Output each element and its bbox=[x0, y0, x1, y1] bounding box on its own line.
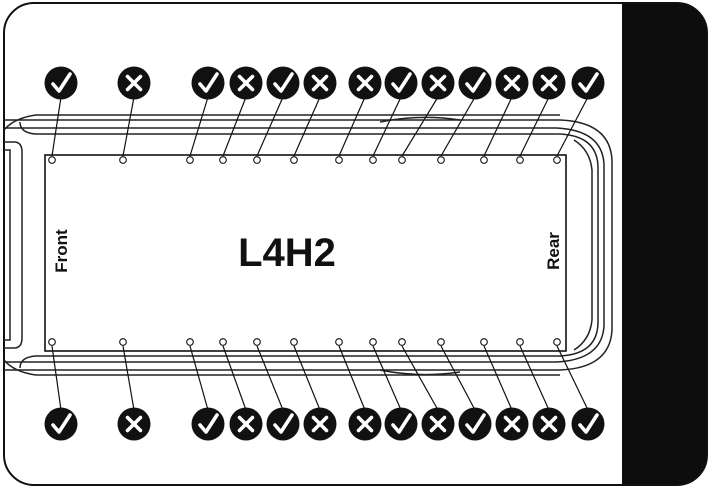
check-icon bbox=[384, 66, 418, 100]
model-code-label: L4H2 bbox=[238, 231, 336, 275]
leader-line bbox=[483, 345, 513, 411]
leader-line bbox=[51, 96, 62, 157]
mount-hole bbox=[437, 338, 445, 346]
cross-icon bbox=[229, 407, 263, 441]
mount-hole bbox=[119, 338, 127, 346]
leader-line bbox=[519, 345, 550, 411]
cross-icon bbox=[117, 66, 151, 100]
mount-hole bbox=[516, 338, 524, 346]
leader-line bbox=[338, 345, 366, 411]
cross-icon bbox=[532, 66, 566, 100]
top-mount-lines bbox=[51, 96, 589, 157]
cross-icon bbox=[229, 66, 263, 100]
leader-line bbox=[122, 345, 135, 411]
mount-hole bbox=[48, 338, 56, 346]
leader-line bbox=[222, 345, 247, 411]
cross-icon bbox=[303, 66, 337, 100]
rear-label: Rear bbox=[544, 232, 563, 270]
leader-line bbox=[440, 96, 476, 157]
mount-hole bbox=[186, 156, 194, 164]
mount-hole bbox=[398, 338, 406, 346]
leader-line bbox=[556, 345, 589, 411]
cross-icon bbox=[117, 407, 151, 441]
leader-line bbox=[256, 345, 284, 411]
leader-line bbox=[51, 345, 62, 411]
mount-hole bbox=[186, 338, 194, 346]
cross-icon bbox=[348, 407, 382, 441]
cross-icon bbox=[495, 407, 529, 441]
leader-line bbox=[122, 96, 135, 157]
check-icon bbox=[384, 407, 418, 441]
cross-icon bbox=[348, 66, 382, 100]
mount-hole bbox=[369, 156, 377, 164]
mount-hole bbox=[219, 338, 227, 346]
check-icon bbox=[266, 407, 300, 441]
mount-hole bbox=[553, 338, 561, 346]
mount-hole bbox=[335, 338, 343, 346]
leader-line bbox=[483, 96, 513, 157]
cross-icon bbox=[532, 407, 566, 441]
rear-band bbox=[622, 3, 707, 485]
mount-hole bbox=[48, 156, 56, 164]
check-icon bbox=[458, 66, 492, 100]
check-icon bbox=[44, 66, 78, 100]
mount-hole bbox=[290, 156, 298, 164]
leader-line bbox=[372, 96, 402, 157]
leader-line bbox=[189, 96, 209, 157]
mount-hole bbox=[437, 156, 445, 164]
leader-line bbox=[401, 96, 439, 157]
cross-icon bbox=[495, 66, 529, 100]
leader-line bbox=[222, 96, 247, 157]
check-icon bbox=[458, 407, 492, 441]
leader-line bbox=[338, 96, 366, 157]
van-outline bbox=[3, 114, 613, 376]
frame-border bbox=[3, 2, 708, 486]
check-icon bbox=[571, 407, 605, 441]
mount-hole bbox=[369, 338, 377, 346]
bottom-mount-indicators bbox=[44, 407, 605, 441]
check-icon bbox=[266, 66, 300, 100]
check-icon bbox=[571, 66, 605, 100]
leader-line bbox=[556, 96, 589, 157]
roof-panel bbox=[44, 154, 567, 352]
bottom-mount-holes bbox=[48, 338, 561, 346]
mount-hole bbox=[119, 156, 127, 164]
leader-line bbox=[293, 96, 321, 157]
mount-hole bbox=[253, 156, 261, 164]
check-icon bbox=[191, 66, 225, 100]
leader-line bbox=[440, 345, 476, 411]
mount-hole bbox=[516, 156, 524, 164]
mount-hole bbox=[480, 156, 488, 164]
leader-line bbox=[519, 96, 550, 157]
mount-hole bbox=[480, 338, 488, 346]
cross-icon bbox=[421, 66, 455, 100]
mount-hole bbox=[290, 338, 298, 346]
mount-hole bbox=[335, 156, 343, 164]
mount-hole bbox=[253, 338, 261, 346]
check-icon bbox=[44, 407, 78, 441]
leader-line bbox=[401, 345, 439, 411]
top-mount-holes bbox=[48, 156, 561, 164]
leader-line bbox=[293, 345, 321, 411]
check-icon bbox=[191, 407, 225, 441]
leader-line bbox=[256, 96, 284, 157]
cross-icon bbox=[303, 407, 337, 441]
leader-line bbox=[189, 345, 209, 411]
bottom-mount-lines bbox=[51, 345, 589, 411]
leader-line bbox=[372, 345, 402, 411]
cross-icon bbox=[421, 407, 455, 441]
top-mount-indicators bbox=[44, 66, 605, 100]
front-label: Front bbox=[52, 229, 71, 273]
mount-hole bbox=[398, 156, 406, 164]
mount-hole bbox=[553, 156, 561, 164]
mount-hole bbox=[219, 156, 227, 164]
